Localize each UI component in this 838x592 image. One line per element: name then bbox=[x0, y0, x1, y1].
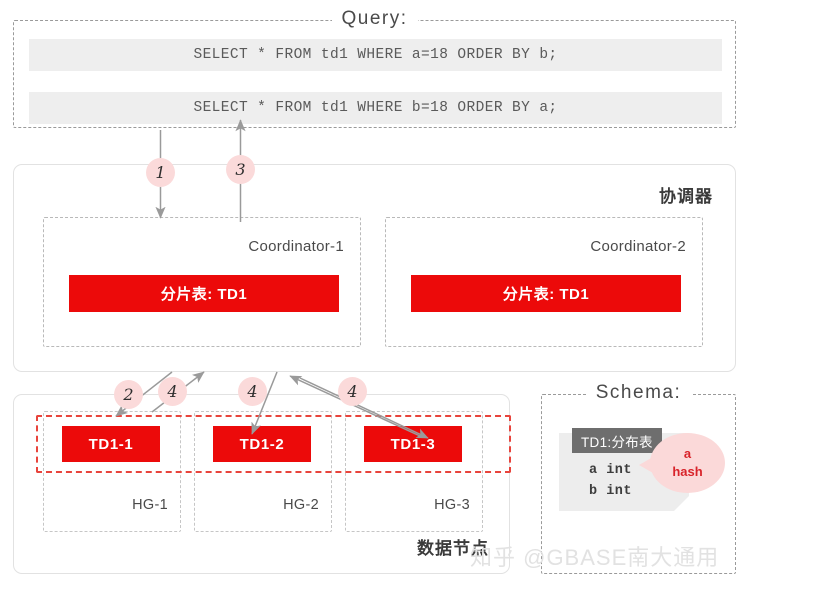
distribution-key-name: a bbox=[683, 446, 692, 462]
host-group-1-name: HG-1 bbox=[132, 497, 168, 513]
coordinator-node-2-shard-chip: 分片表: TD1 bbox=[411, 275, 681, 312]
sql-statement-row-2: SELECT * FROM td1 WHERE b=18 ORDER BY a; bbox=[29, 92, 722, 124]
query-panel-title: Query: bbox=[331, 8, 418, 30]
coordinator-node-1-name: Coordinator-1 bbox=[248, 238, 344, 255]
step-badge-1: 1 bbox=[146, 158, 175, 187]
step-badge-4b: 4 bbox=[238, 377, 267, 406]
datanode-panel-label: 数据节点 bbox=[417, 539, 489, 558]
schema-column-2: b int bbox=[589, 484, 633, 499]
shard-chip-td1-3: TD1-3 bbox=[364, 426, 462, 462]
coordinator-node-1-shard-chip: 分片表: TD1 bbox=[69, 275, 339, 312]
coordinator-node-1: Coordinator-1 分片表: TD1 bbox=[43, 217, 361, 347]
coordinator-node-2: Coordinator-2 分片表: TD1 bbox=[385, 217, 703, 347]
schema-panel-title: Schema: bbox=[585, 382, 692, 404]
schema-card-fold-corner bbox=[674, 496, 689, 511]
sql-statement-text-1: SELECT * FROM td1 WHERE a=18 ORDER BY b; bbox=[193, 47, 558, 63]
shard-chip-td1-2: TD1-2 bbox=[213, 426, 311, 462]
schema-column-1: a int bbox=[589, 463, 633, 478]
host-group-2-name: HG-2 bbox=[283, 497, 319, 513]
host-group-3-name: HG-3 bbox=[434, 497, 470, 513]
distribution-key-bubble: a hash bbox=[639, 433, 725, 493]
bubble-tail-icon bbox=[639, 457, 653, 473]
step-badge-4c: 4 bbox=[338, 377, 367, 406]
query-panel: Query: SELECT * FROM td1 WHERE a=18 ORDE… bbox=[13, 8, 736, 128]
coordinator-node-2-name: Coordinator-2 bbox=[590, 238, 686, 255]
distribution-key-method: hash bbox=[672, 464, 703, 479]
step-badge-2: 2 bbox=[114, 380, 143, 409]
step-badge-4a: 4 bbox=[158, 377, 187, 406]
coordinator-panel: 协调器 Coordinator-1 分片表: TD1 Coordinator-2… bbox=[13, 164, 736, 372]
schema-panel: Schema: TD1:分布表 a int b int a hash bbox=[541, 382, 736, 574]
watermark-text: 知乎 @GBASE南大通用 bbox=[470, 545, 720, 570]
sql-statement-row-1: SELECT * FROM td1 WHERE a=18 ORDER BY b; bbox=[29, 39, 722, 71]
sql-statement-text-2: SELECT * FROM td1 WHERE b=18 ORDER BY a; bbox=[193, 100, 558, 116]
datanode-panel: 数据节点 HG-1 HG-2 HG-3 TD1-1 TD1-2 TD1-3 bbox=[13, 394, 511, 574]
schema-card-header: TD1:分布表 bbox=[572, 428, 662, 453]
step-badge-3: 3 bbox=[226, 155, 255, 184]
shard-chip-td1-1: TD1-1 bbox=[62, 426, 160, 462]
coordinator-panel-label: 协调器 bbox=[659, 187, 713, 206]
